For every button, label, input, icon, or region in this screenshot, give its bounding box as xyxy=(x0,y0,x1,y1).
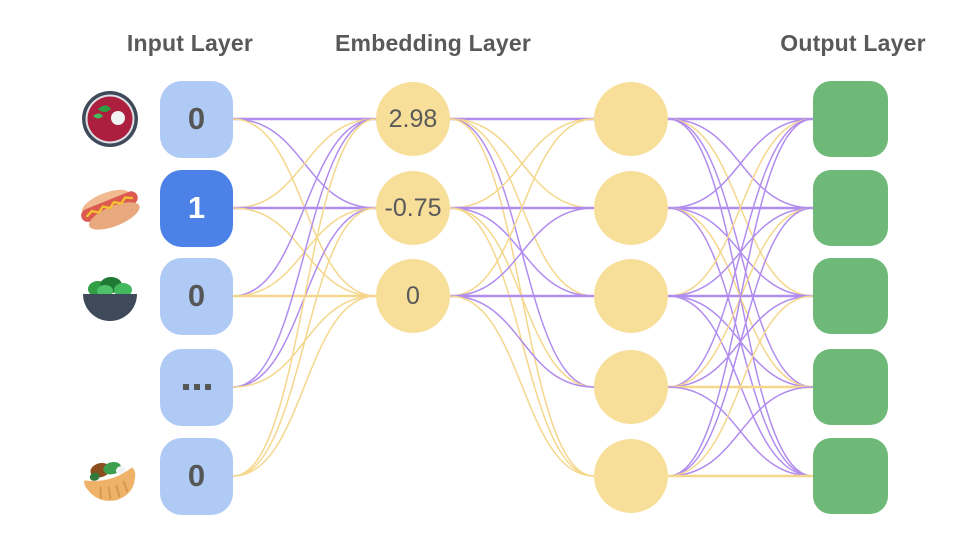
output-layer-title: Output Layer xyxy=(780,30,926,56)
edge-purple xyxy=(232,118,377,388)
embedding-node-1: -0.75 xyxy=(376,171,450,245)
input-node-value: 0 xyxy=(187,278,206,313)
edge-gold xyxy=(232,118,377,209)
salad-icon xyxy=(83,277,137,321)
hot-dog-icon xyxy=(78,180,142,239)
input-node-3 xyxy=(160,348,233,426)
dot xyxy=(193,384,200,390)
edge-purple xyxy=(449,207,595,297)
soup-bowl-icon xyxy=(82,91,138,147)
input-node-1: 1 xyxy=(160,169,233,247)
edge-purple xyxy=(667,118,814,388)
ellipsis-dots xyxy=(182,384,211,390)
dot xyxy=(182,384,189,390)
edge-gold xyxy=(667,295,814,477)
edge-purple xyxy=(449,295,595,388)
hidden-node-1 xyxy=(594,171,668,245)
input-node-value: 0 xyxy=(187,458,206,493)
hidden-node-0 xyxy=(594,82,668,156)
edge-gold xyxy=(232,118,377,477)
edge-purple xyxy=(667,118,814,477)
output-node-2 xyxy=(813,258,888,334)
input-layer-title: Input Layer xyxy=(126,30,254,56)
input-node-value: 0 xyxy=(187,101,206,136)
edge-gold xyxy=(667,118,814,297)
edge-gold xyxy=(449,118,595,297)
embedding-node-value: 2.98 xyxy=(388,104,438,133)
edge-gold xyxy=(232,295,377,477)
edge-purple xyxy=(667,118,814,209)
pita-icon xyxy=(79,454,142,508)
hidden-node-2 xyxy=(594,259,668,333)
dot xyxy=(204,384,211,390)
input-node-value: 1 xyxy=(187,190,206,225)
embedding-node-2: 0 xyxy=(376,259,450,333)
output-node-3 xyxy=(813,349,888,425)
output-node-4 xyxy=(813,438,888,514)
embedding-node-value: 0 xyxy=(406,281,420,310)
hidden-node-3 xyxy=(594,350,668,424)
edge-gold xyxy=(449,207,595,388)
hidden-node-4 xyxy=(594,439,668,513)
output-node-1 xyxy=(813,170,888,246)
edge-gold xyxy=(232,207,377,477)
input-node-0: 0 xyxy=(160,80,233,158)
edge-purple xyxy=(667,386,814,477)
embedding-node-value: -0.75 xyxy=(384,193,442,222)
embedding-layer-title: Embedding Layer xyxy=(335,30,531,56)
input-node-2: 0 xyxy=(160,257,233,335)
edge-purple xyxy=(667,207,814,477)
edge-gold xyxy=(449,118,595,209)
input-node-4: 0 xyxy=(160,437,233,515)
output-node-0 xyxy=(813,81,888,157)
embedding-node-0: 2.98 xyxy=(376,82,450,156)
edge-purple xyxy=(232,118,377,297)
edge-gold xyxy=(449,295,595,477)
